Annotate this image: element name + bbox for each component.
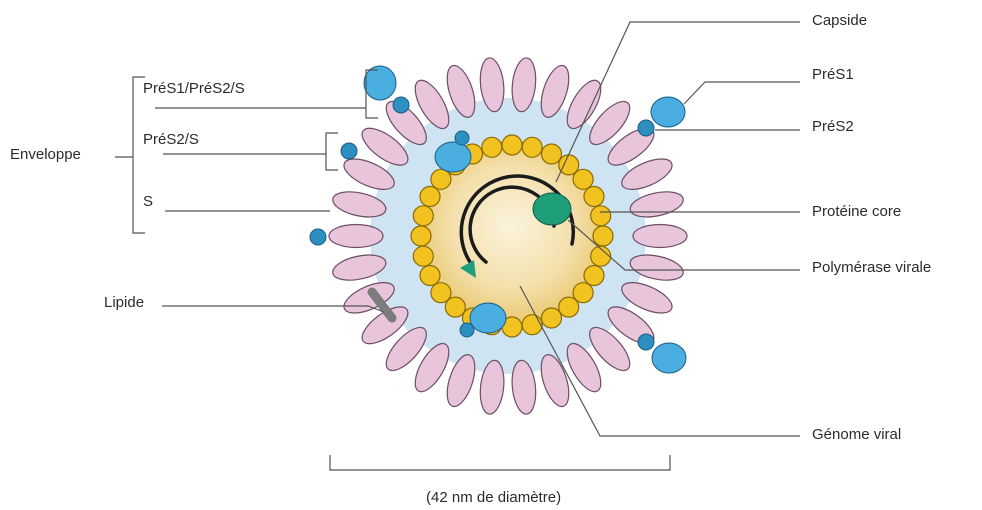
pres1-protein-inner-top xyxy=(435,142,471,172)
label-core-protein: Protéine core xyxy=(812,203,901,221)
label-pres1: PréS1 xyxy=(812,66,854,84)
label-polymerase: Polymérase virale xyxy=(812,259,931,277)
capsid-bead xyxy=(482,137,502,157)
capsid-bead xyxy=(559,297,579,317)
capsid-bead xyxy=(591,206,611,226)
label-envelope: Enveloppe xyxy=(10,146,81,164)
viral-polymerase xyxy=(533,193,571,225)
capsid-bead xyxy=(502,135,522,155)
capsid-bead xyxy=(411,226,431,246)
label-lipid: Lipide xyxy=(104,294,144,312)
capsid-bead xyxy=(542,308,562,328)
capsid-bead xyxy=(542,144,562,164)
capsid-bead xyxy=(584,266,604,286)
capsid-bead xyxy=(420,266,440,286)
pres2-bead-left-upper xyxy=(341,143,357,159)
capsid-bead xyxy=(584,187,604,207)
label-genome: Génome viral xyxy=(812,426,901,444)
lipid-petal xyxy=(329,225,383,248)
label-capsid: Capside xyxy=(812,12,867,30)
capsid-bead xyxy=(413,246,433,266)
label-pres2-s: PréS2/S xyxy=(143,131,199,149)
lipid-petal xyxy=(633,225,687,248)
pres2-bead-inner-bottom xyxy=(460,323,474,337)
pres1-protein-right xyxy=(651,97,685,127)
pres2-bead-inner-top xyxy=(455,131,469,145)
label-diameter: (42 nm de diamètre) xyxy=(426,489,561,507)
label-pres1-pres2-s: PréS1/PréS2/S xyxy=(143,80,245,98)
pres2-bead-bottom-right xyxy=(638,334,654,350)
capsid-bead xyxy=(522,137,542,157)
label-pres2: PréS2 xyxy=(812,118,854,136)
capsid-bead xyxy=(593,226,613,246)
capsid-bead xyxy=(413,206,433,226)
pres1-protein-inner-bottom xyxy=(470,303,506,333)
capsid-bead xyxy=(420,187,440,207)
pres2-bead-left-lower xyxy=(310,229,326,245)
capsid-bead xyxy=(522,315,542,335)
label-s: S xyxy=(143,193,153,211)
pres2-bead-right xyxy=(638,120,654,136)
pres1-protein-top-left xyxy=(364,66,396,100)
capsid-bead xyxy=(431,283,451,303)
capsid-bead xyxy=(573,169,593,189)
pres1-protein-bottom-right xyxy=(652,343,686,373)
pres2-bead-top-left xyxy=(393,97,409,113)
